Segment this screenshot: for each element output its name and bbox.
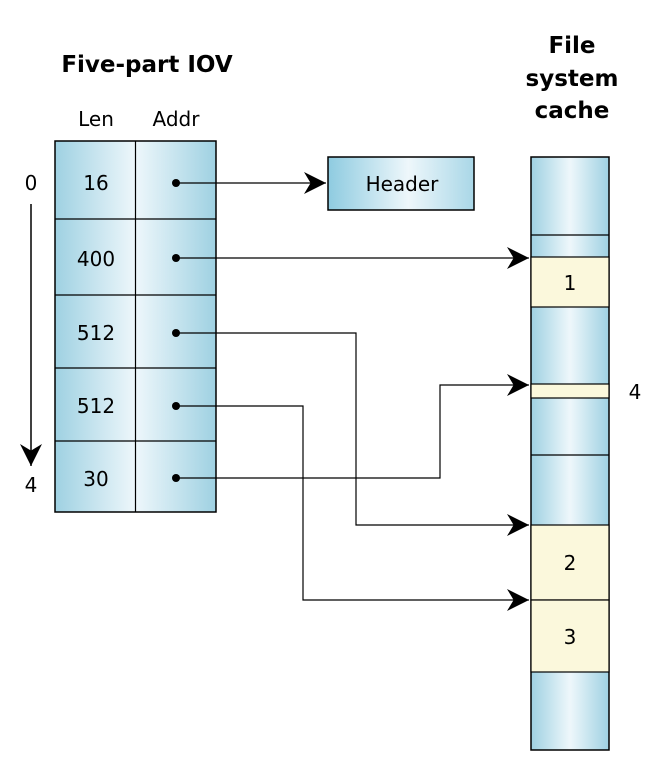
addr-column-header: Addr [153,107,201,131]
header-box-label: Header [366,172,440,196]
arrow-to-block-3 [176,405,529,611]
arrow-to-block-2 [176,332,529,536]
cache-block-3 [530,599,610,673]
iov-len-cell: 512 [77,321,115,345]
file-system-cache: 1 2 3 [530,156,610,751]
header-box: Header [327,156,475,211]
cache-title-line: system [526,66,619,92]
iov-len-cell: 512 [77,394,115,418]
cache-block-1 [530,256,610,308]
cache-block-label: 3 [564,625,577,649]
iov-table: 16 400 512 512 30 [54,140,217,513]
iov-len-cell: 30 [83,467,108,491]
cache-block-label: 2 [564,551,577,575]
header-box-frame [327,156,475,211]
cache-block-label: 1 [564,271,577,295]
connector-arrows [176,172,529,611]
cache-block-4-thin [530,383,610,399]
index-start-label: 0 [25,171,38,195]
cache-title-line: File [548,33,595,59]
iov-title: Five-part IOV [61,52,233,78]
index-end-label: 4 [25,473,38,497]
iov-len-cell: 400 [77,247,115,271]
cache-marker-label: 4 [629,380,642,404]
arrow-to-block-4 [176,374,529,479]
cache-title-line: cache [535,98,610,124]
len-column-header: Len [78,107,114,131]
iov-len-cell: 16 [83,171,108,195]
